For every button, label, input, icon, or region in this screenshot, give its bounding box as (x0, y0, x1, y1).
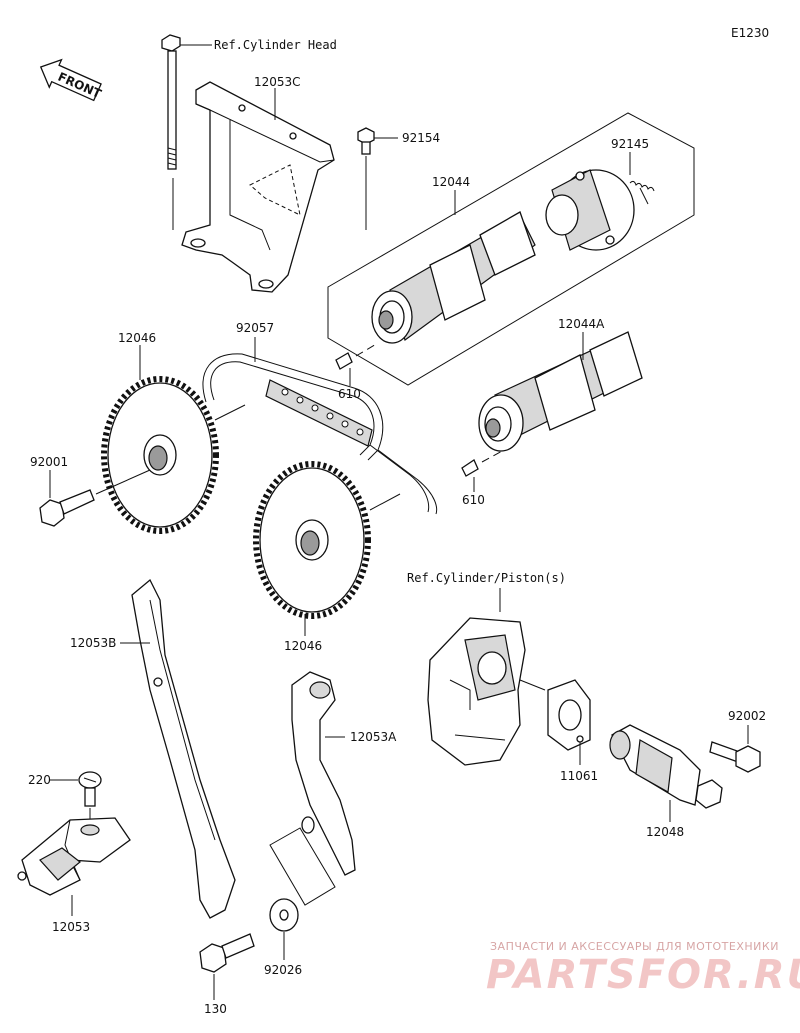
gasket-11061 (547, 679, 591, 751)
part-92001-label: 92001 (30, 455, 68, 469)
ref-cylinder-head-label: Ref.Cylinder Head (214, 38, 337, 52)
cylinder-tensioner-mount (427, 617, 526, 766)
part-12044-label: 12044 (432, 175, 470, 189)
part-12046-top-label: 12046 (118, 331, 156, 345)
part-12046-bottom-label: 12046 (284, 639, 322, 653)
cam-sprocket-12046-bottom (253, 461, 371, 619)
screw-220 (78, 771, 102, 807)
part-12053A-label: 12053A (350, 730, 397, 744)
part-130-label: 130 (204, 1002, 227, 1016)
spring-92145-icon (629, 180, 655, 205)
camshaft-12044A (478, 331, 643, 452)
guide-bracket-12053 (17, 817, 131, 896)
ref-cylinder-piston-label: Ref.Cylinder/Piston(s) (407, 571, 566, 585)
part-92002-label: 92002 (728, 709, 766, 723)
diagram-code: E1230 (731, 26, 769, 40)
part-12044A-label: 12044A (558, 317, 605, 331)
cam-chain-92057 (202, 353, 438, 515)
camshaft-12044 (371, 211, 536, 344)
part-610-a-label: 610 (338, 387, 361, 401)
part-12048-label: 12048 (646, 825, 684, 839)
cam-chain-tensioner-12048 (609, 724, 723, 809)
watermark-tagline: ЗАПЧАСТИ И АКСЕССУАРЫ ДЛЯ МОТОТЕХНИКИ (490, 940, 779, 953)
part-92145-label: 92145 (611, 137, 649, 151)
part-610-b-label: 610 (462, 493, 485, 507)
chain-guide-12053A (291, 671, 356, 876)
part-12053-label: 12053 (52, 920, 90, 934)
bolt-92002 (709, 741, 761, 773)
chain-guide-12053B (131, 578, 236, 919)
part-11061-label: 11061 (560, 769, 598, 783)
bolt-92001 (39, 489, 95, 527)
cylinder-head-bolt (161, 34, 181, 170)
bolt-92154 (357, 127, 375, 155)
camshaft-cap-bracket (181, 81, 335, 293)
part-220-label: 220 (28, 773, 51, 787)
part-92026-label: 92026 (264, 963, 302, 977)
dowel-pin-610-b (461, 459, 479, 477)
part-12053B-label: 12053B (70, 636, 116, 650)
cam-sprocket-12046-top (101, 376, 219, 534)
part-92154-label: 92154 (402, 131, 440, 145)
camshaft-sprocket-hub (545, 169, 635, 251)
camshaft-group-box (327, 112, 695, 386)
part-12053C-label: 12053C (254, 75, 301, 89)
front-arrow-icon: FRONT (39, 58, 104, 101)
dowel-pin-610-a (335, 352, 353, 370)
bolt-130 (199, 933, 255, 973)
watermark-brand: PARTSFOR.RU (486, 952, 800, 998)
part-92057-label: 92057 (236, 321, 274, 335)
washer-92026 (269, 898, 299, 932)
